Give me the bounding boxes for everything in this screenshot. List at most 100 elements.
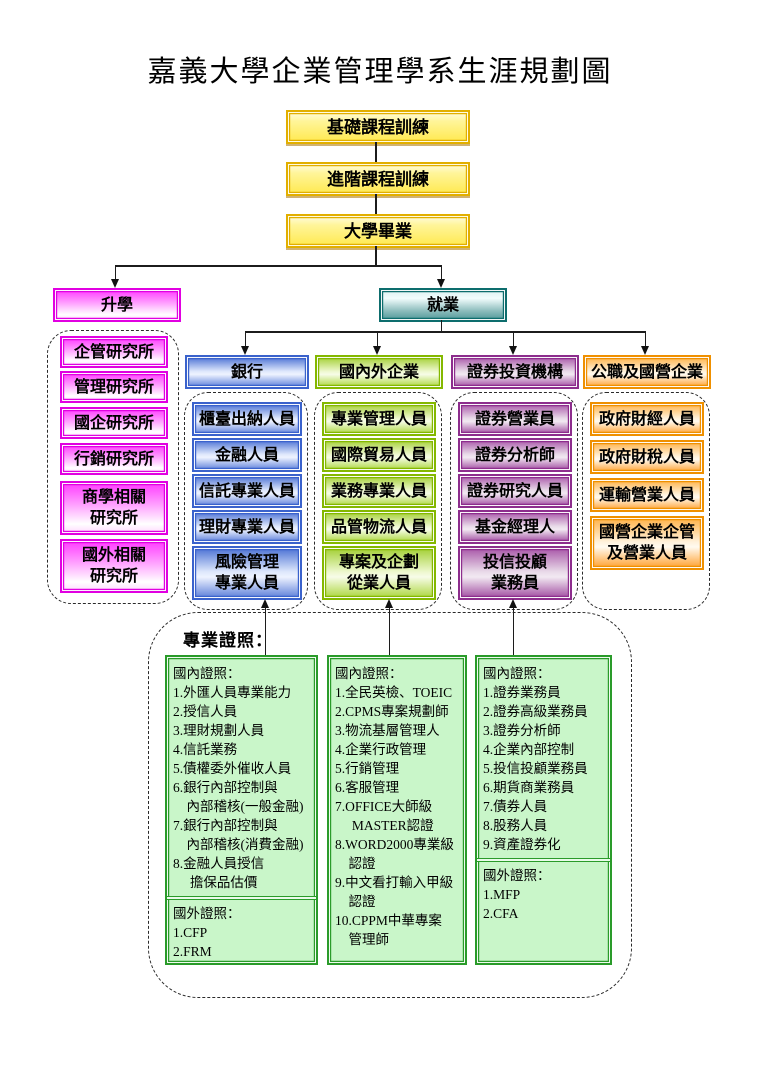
cert-item: 6.期貨商業務員 [483, 780, 575, 795]
arrow-down-icon [508, 346, 517, 355]
connector-line [376, 331, 379, 347]
job-label: 理財專業人員 [198, 518, 295, 536]
cert-item: 1.全民英檢、TOEIC [335, 685, 453, 700]
job-box: 運輸營業人員 [590, 478, 704, 512]
branch-label: 升學 [100, 296, 133, 314]
job-label: 風險管理 專業人員 [214, 554, 279, 592]
job-label: 基金經理人 [474, 518, 555, 536]
domestic-certs-title: 國內證照： [483, 666, 551, 681]
arrow-down-icon [372, 346, 381, 355]
cert-item: 9.資產證券化 [483, 837, 561, 852]
cert-item: 4.企業行政管理 [335, 742, 427, 757]
flow-box-label: 進階課程訓練 [327, 169, 429, 189]
job-label: 業務專業人員 [330, 482, 427, 500]
certificate-box-enterprise: 國內證照： 1.全民英檢、TOEIC 2.CPMS專案規劃師 3.物流基層管理人… [327, 655, 467, 965]
study-option-label: 行銷研究所 [73, 450, 154, 468]
sector-header-securities: 證券投資機構 [451, 355, 579, 389]
job-box: 證券研究人員 [458, 474, 572, 508]
job-label: 運輸營業人員 [598, 486, 695, 504]
study-option-label: 商學相關 研究所 [81, 489, 146, 527]
job-box: 信託專業人員 [192, 474, 302, 508]
connector-line [375, 194, 377, 214]
flow-box-graduation: 大學畢業 [286, 214, 470, 248]
group-enterprise-jobs [314, 392, 442, 610]
connector-line [512, 331, 515, 347]
group-public-jobs [582, 392, 710, 610]
group-further-study [47, 330, 179, 604]
job-box: 專案及企劃 從業人員 [322, 546, 436, 600]
connector-line [245, 331, 645, 333]
job-label: 政府財稅人員 [598, 448, 695, 466]
study-option-label: 國企研究所 [73, 414, 154, 432]
job-label: 證券研究人員 [466, 482, 563, 500]
cert-item: 6.客服管理 [335, 780, 400, 795]
cert-item: 5.行銷管理 [335, 761, 400, 776]
cert-item: 1.證券業務員 [483, 685, 561, 700]
job-label: 金融人員 [214, 446, 279, 464]
connector-line [512, 608, 515, 655]
cert-item: 8.股務人員 [483, 818, 548, 833]
foreign-certs-title: 國外證照： [483, 868, 551, 883]
domestic-certs-title: 國內證照： [335, 666, 403, 681]
job-box: 業務專業人員 [322, 474, 436, 508]
connector-line [440, 320, 443, 331]
job-label: 國營企業企管 及營業人員 [598, 524, 695, 562]
job-box: 金融人員 [192, 438, 302, 472]
sector-label: 公職及國營企業 [590, 363, 703, 381]
job-box: 櫃臺出納人員 [192, 402, 302, 436]
connector-line [114, 265, 117, 280]
job-label: 專案及企劃 從業人員 [338, 554, 419, 592]
cert-item: 2.FRM [173, 944, 212, 959]
job-label: 國際貿易人員 [330, 446, 427, 464]
foreign-certs-title: 國外證照： [173, 906, 241, 921]
group-bank-jobs [184, 392, 308, 610]
cert-item: 1.CFP [173, 925, 208, 940]
cert-item: 3.證券分析師 [483, 723, 561, 738]
branch-box-employment: 就業 [379, 288, 507, 322]
study-option: 企管研究所 [60, 336, 168, 368]
job-box: 證券營業員 [458, 402, 572, 436]
arrow-up-icon [384, 599, 393, 608]
cert-item: 5.投信投顧業務員 [483, 761, 588, 776]
flow-box-label: 基礎課程訓練 [327, 117, 429, 137]
certificate-box-bank: 國內證照： 1.外匯人員專業能力 2.授信人員 3.理財規劃人員 4.信託業務 … [165, 655, 318, 965]
cert-item: 4.企業內部控制 [483, 742, 575, 757]
page-title: 嘉義大學企業管理學系生涯規劃圖 [147, 56, 613, 88]
job-label: 證券分析師 [474, 446, 555, 464]
cert-item: 5.債權委外催收人員 [173, 761, 292, 776]
flow-box-advanced-training: 進階課程訓練 [286, 162, 470, 196]
job-label: 櫃臺出納人員 [198, 410, 295, 428]
sector-header-enterprise: 國內外企業 [315, 355, 443, 389]
cert-item: 8.金融人員授信 擔保品估價 [173, 856, 265, 890]
job-box: 風險管理 專業人員 [192, 546, 302, 600]
job-label: 信託專業人員 [198, 482, 295, 500]
arrow-down-icon [240, 346, 249, 355]
cert-item: 3.物流基層管理人 [335, 723, 440, 738]
cert-item: 1.外匯人員專業能力 [173, 685, 292, 700]
certificate-box-securities: 國內證照： 1.證券業務員 2.證券高級業務員 3.證券分析師 4.企業內部控制… [475, 655, 612, 965]
cert-item: 2.授信人員 [173, 704, 238, 719]
domestic-certs-title: 國內證照： [173, 666, 241, 681]
job-box: 基金經理人 [458, 510, 572, 544]
arrow-up-icon [508, 599, 517, 608]
study-option-label: 國外相關 研究所 [81, 547, 146, 585]
arrow-up-icon [260, 599, 269, 608]
cert-item: 6.銀行內部控制與 內部稽核(一般金融) [173, 780, 304, 814]
arrow-down-icon [640, 346, 649, 355]
job-label: 專業管理人員 [330, 410, 427, 428]
study-option-label: 管理研究所 [73, 378, 154, 396]
arrow-down-icon [436, 279, 445, 288]
connector-line [375, 142, 377, 162]
job-label: 品管物流人員 [330, 518, 427, 536]
cert-item: 10.CPPM中華專案 管理師 [335, 913, 442, 947]
sector-label: 證券投資機構 [466, 363, 563, 381]
job-label: 投信投顧 業務員 [482, 554, 547, 592]
branch-box-further-study: 升學 [53, 288, 181, 322]
connector-line [115, 265, 442, 267]
connector-line [375, 246, 377, 265]
job-label: 政府財經人員 [598, 410, 695, 428]
cert-item: 2.CFA [483, 906, 519, 921]
connector-line [388, 608, 391, 655]
cert-item: 4.信託業務 [173, 742, 238, 757]
